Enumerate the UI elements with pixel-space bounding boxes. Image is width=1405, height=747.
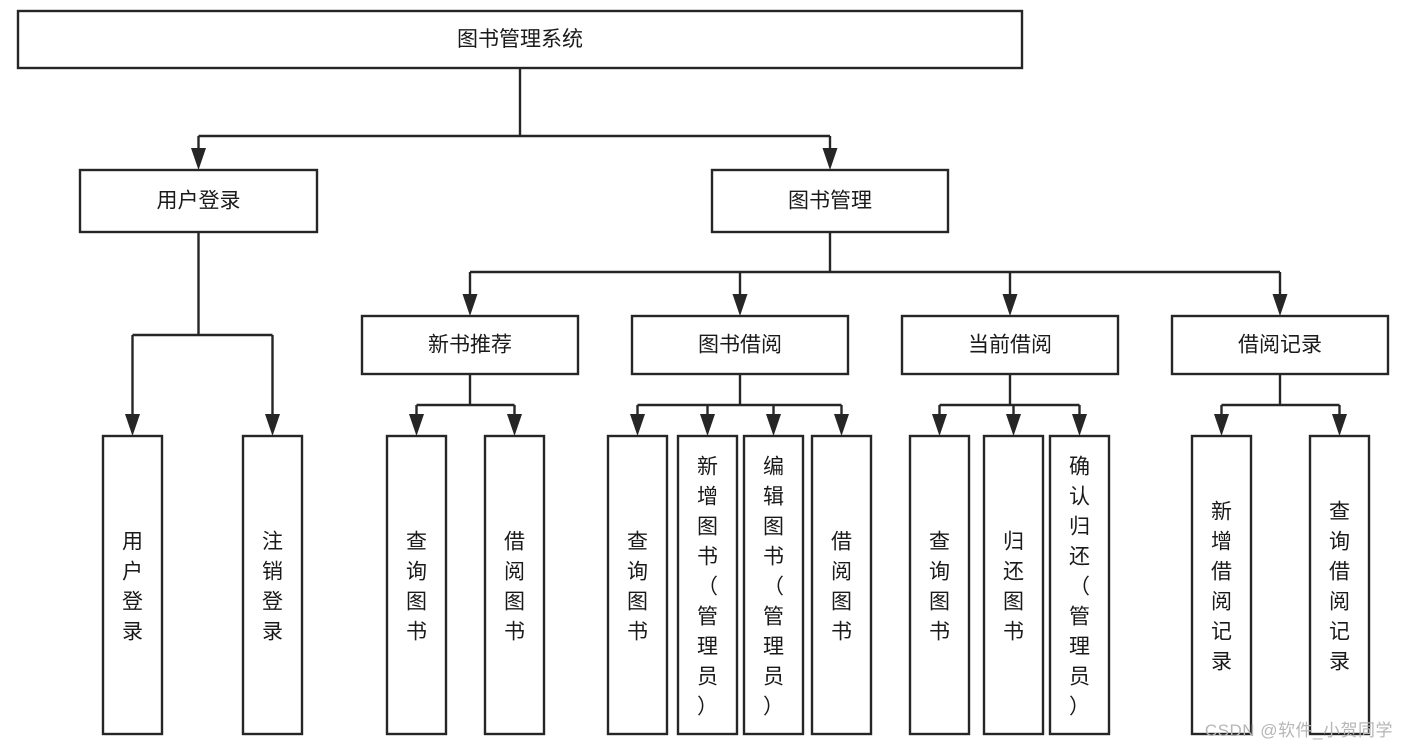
node-label: 新增图书（管理员） xyxy=(697,455,718,718)
arrow-head-icon xyxy=(1272,294,1288,316)
node-box[interactable] xyxy=(1308,434,1371,736)
node-box[interactable] xyxy=(908,434,971,736)
node-box[interactable] xyxy=(900,314,1120,376)
arrow-head-icon xyxy=(1002,294,1018,316)
node-label: 查询借阅记录 xyxy=(1329,500,1350,673)
node-box[interactable] xyxy=(676,434,739,736)
arrow-head-icon xyxy=(766,414,781,436)
node-label: 用户登录 xyxy=(122,530,143,643)
connector-bookborrow-to-leaves xyxy=(630,374,849,436)
node-label: 查询图书 xyxy=(929,530,950,643)
node-label: 查询图书 xyxy=(627,530,648,643)
arrow-head-icon xyxy=(409,414,424,436)
node-leaf-borrow-book[interactable]: 借阅图书 xyxy=(810,434,873,736)
node-box[interactable] xyxy=(742,434,805,736)
node-box[interactable] xyxy=(385,434,448,736)
connector-layer xyxy=(125,68,1347,436)
node-leaf-return-book[interactable]: 归还图书 xyxy=(982,434,1045,736)
connector-newbook-to-leaves xyxy=(409,374,522,436)
node-label: 新书推荐 xyxy=(428,334,512,357)
arrow-head-icon xyxy=(1006,414,1021,436)
arrow-head-icon xyxy=(265,414,280,436)
node-book-borrow[interactable]: 图书借阅 xyxy=(630,314,850,376)
node-leaf-query-borrow-record[interactable]: 查询借阅记录 xyxy=(1308,434,1371,736)
node-box[interactable] xyxy=(360,314,580,376)
arrow-head-icon xyxy=(932,414,947,436)
node-leaf-borrow-book-new[interactable]: 借阅图书 xyxy=(483,434,546,736)
arrow-head-icon xyxy=(1072,414,1087,436)
node-borrow-records[interactable]: 借阅记录 xyxy=(1170,314,1390,376)
node-leaf-query-book-current[interactable]: 查询图书 xyxy=(908,434,971,736)
node-leaf-add-book-admin[interactable]: 新增图书（管理员） xyxy=(676,434,739,736)
arrow-head-icon xyxy=(834,414,849,436)
node-box[interactable] xyxy=(16,9,1024,70)
node-label: 借阅图书 xyxy=(504,530,525,643)
arrow-head-icon xyxy=(700,414,715,436)
node-leaf-query-book-borrow[interactable]: 查询图书 xyxy=(606,434,669,736)
node-label: 确认归还（管理员） xyxy=(1069,455,1090,718)
node-layer: 图书管理系统用户登录图书管理新书推荐图书借阅当前借阅借阅记录用户登录注销登录查询… xyxy=(16,9,1390,736)
node-label: 新增借阅记录 xyxy=(1211,500,1232,673)
node-box[interactable] xyxy=(78,168,319,234)
node-label: 查询图书 xyxy=(406,530,427,643)
node-label: 注销登录 xyxy=(262,530,283,643)
node-user-login[interactable]: 用户登录 xyxy=(78,168,319,234)
node-box[interactable] xyxy=(606,434,669,736)
node-leaf-add-borrow-record[interactable]: 新增借阅记录 xyxy=(1190,434,1253,736)
node-leaf-confirm-return-admin[interactable]: 确认归还（管理员） xyxy=(1048,434,1111,736)
node-label: 借阅记录 xyxy=(1238,334,1322,357)
arrow-head-icon xyxy=(507,414,522,436)
node-label: 图书借阅 xyxy=(698,334,782,357)
node-box[interactable] xyxy=(810,434,873,736)
node-box[interactable] xyxy=(241,434,304,736)
connector-userlogin-to-leaves xyxy=(125,232,280,436)
node-label: 图书管理系统 xyxy=(457,28,583,51)
arrow-head-icon xyxy=(191,148,206,170)
node-label: 编辑图书（管理员） xyxy=(763,455,784,718)
node-current-borrow[interactable]: 当前借阅 xyxy=(900,314,1120,376)
node-leaf-edit-book-admin[interactable]: 编辑图书（管理员） xyxy=(742,434,805,736)
node-root[interactable]: 图书管理系统 xyxy=(16,9,1024,70)
node-book-management[interactable]: 图书管理 xyxy=(710,168,950,234)
node-label: 当前借阅 xyxy=(968,334,1052,357)
arrow-head-icon xyxy=(630,414,645,436)
node-box[interactable] xyxy=(630,314,850,376)
node-box[interactable] xyxy=(1048,434,1111,736)
connector-borrowrecords-to-leaves xyxy=(1214,374,1347,436)
arrow-head-icon xyxy=(822,148,838,170)
csdn-watermark: CSDN @软件_小贺同学 xyxy=(1204,721,1393,740)
node-new-book-recommend[interactable]: 新书推荐 xyxy=(360,314,580,376)
node-label: 用户登录 xyxy=(157,190,241,213)
node-box[interactable] xyxy=(710,168,950,234)
node-label: 归还图书 xyxy=(1003,530,1024,643)
arrow-head-icon xyxy=(462,294,478,316)
node-leaf-query-book-new[interactable]: 查询图书 xyxy=(385,434,448,736)
node-label: 图书管理 xyxy=(788,190,872,213)
node-box[interactable] xyxy=(982,434,1045,736)
arrow-head-icon xyxy=(125,414,140,436)
node-box[interactable] xyxy=(483,434,546,736)
connector-bookmgmt-to-level2 xyxy=(462,232,1288,316)
connector-currentborrow-to-leaves xyxy=(932,374,1087,436)
arrow-head-icon xyxy=(732,294,748,316)
node-leaf-user-login[interactable]: 用户登录 xyxy=(101,434,164,736)
arrow-head-icon xyxy=(1332,414,1347,436)
arrow-head-icon xyxy=(1214,414,1229,436)
node-leaf-user-logout[interactable]: 注销登录 xyxy=(241,434,304,736)
connector-root-to-level1 xyxy=(191,68,838,170)
node-box[interactable] xyxy=(1190,434,1253,736)
node-box[interactable] xyxy=(101,434,164,736)
node-label: 借阅图书 xyxy=(831,530,852,643)
node-box[interactable] xyxy=(1170,314,1390,376)
